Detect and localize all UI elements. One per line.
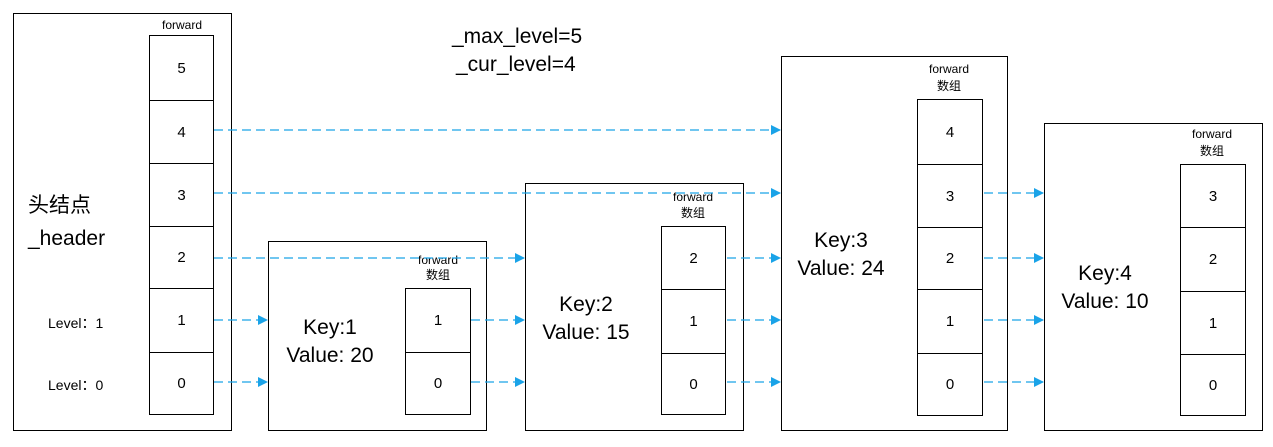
array-label: 数组	[680, 206, 705, 220]
level-cell-3: 3	[918, 164, 982, 227]
level-cell-0: 0	[662, 353, 725, 414]
max-level-label: _max_level=5	[452, 25, 583, 48]
forward-array: 1 0	[405, 288, 471, 415]
level-cell-1: 1	[1181, 291, 1245, 354]
level-cell-4: 4	[150, 100, 213, 163]
level-cell-2: 2	[1181, 227, 1245, 291]
forward-array: 2 1 0	[661, 226, 726, 415]
node-key: Key:4	[1078, 262, 1132, 285]
level-cell-1: 1	[918, 289, 982, 353]
level-cell-1: 1	[150, 288, 213, 352]
node-value: Value: 10	[1061, 290, 1149, 313]
level-cell-3: 3	[1208, 187, 1218, 205]
array-label: 数组	[1199, 144, 1224, 158]
level-cell-0: 0	[1181, 354, 1245, 415]
node-key: Key:3	[814, 229, 868, 252]
skiplist-node-3: Key:3 Value: 24 forward 数组 4 3 2 1 0	[781, 56, 1008, 431]
level-cell-2: 2	[918, 227, 982, 289]
level-cell-3: 3	[150, 163, 213, 226]
node-key: Key:2	[559, 293, 613, 316]
header-title: 头结点	[28, 194, 91, 217]
forward-array: 5 4 3 2 1 0	[149, 35, 214, 415]
node-value: Value: 24	[797, 257, 885, 280]
node-value: Value: 20	[286, 344, 374, 367]
level-cell-0: 0	[406, 352, 470, 414]
cur-level-label: _cur_level=4	[456, 53, 576, 76]
forward-array: 4 3 2 1 0	[917, 99, 983, 416]
level-cell-1: 1	[662, 289, 725, 353]
header-node: 头结点 _header forward Level：1 Level：0 5 4 …	[13, 13, 232, 431]
node-value: Value: 15	[542, 321, 630, 344]
level-cell-0: 0	[150, 352, 213, 414]
forward-label: forward	[417, 253, 458, 267]
array-label: 数组	[936, 79, 961, 93]
level-label-1: Level：1	[48, 315, 104, 331]
level-cell-0: 0	[918, 353, 982, 415]
level-cell-1: 1	[433, 312, 443, 329]
forward-label: forward	[161, 18, 202, 32]
skiplist-node-4: Key:4 Value: 10 forward 数组 3 2 1 0	[1044, 123, 1263, 431]
level-label-0: Level：0	[48, 377, 104, 393]
skiplist-node-1: Key:1 Value: 20 forward 数组 1 0	[268, 241, 487, 431]
array-label: 数组	[425, 268, 450, 282]
level-cell-4: 4	[945, 123, 955, 141]
level-cell-2: 2	[150, 226, 213, 288]
skiplist-node-2: Key:2 Value: 15 forward 数组 2 1 0	[525, 183, 744, 431]
forward-label: forward	[928, 62, 969, 76]
level-cell-5: 5	[177, 59, 186, 77]
forward-array: 3 2 1 0	[1180, 164, 1246, 416]
level-cell-2: 2	[689, 249, 698, 267]
forward-label: forward	[1191, 127, 1232, 141]
header-subtitle: _header	[28, 227, 106, 250]
node-key: Key:1	[303, 316, 357, 339]
